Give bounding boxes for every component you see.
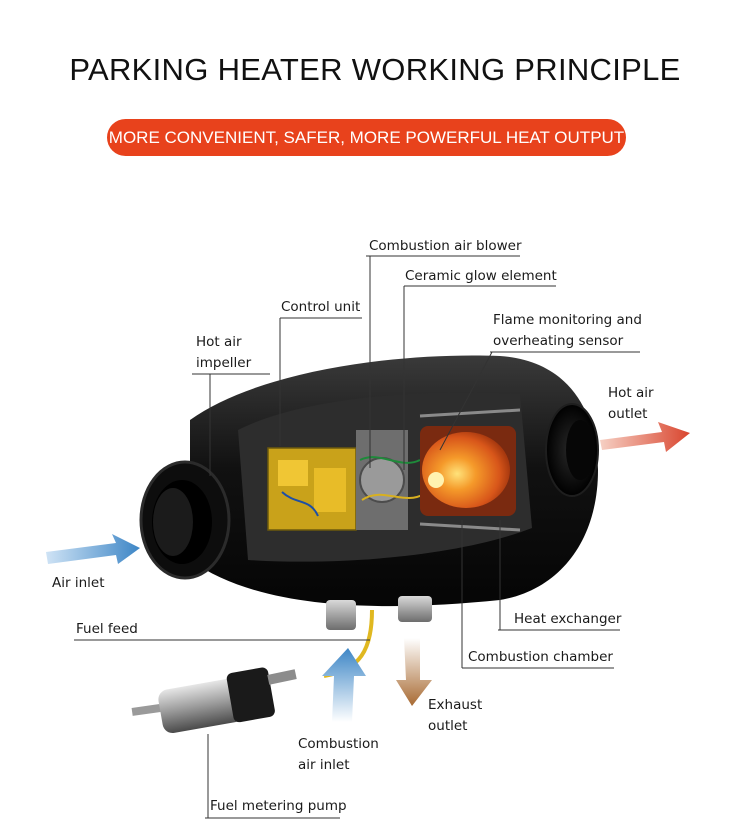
label-text: Combustion air blower — [369, 238, 522, 254]
label-line-2: impeller — [196, 355, 252, 371]
label-text: Air inlet — [52, 575, 105, 591]
label-flame-monitoring-sensor: Flame monitoring and overheating sensor — [493, 310, 642, 352]
air-inlet-arrow — [46, 534, 140, 564]
label-text: Fuel feed — [76, 621, 138, 637]
label-line-1: Hot air — [608, 385, 654, 401]
label-combustion-air-inlet: Combustion air inlet — [298, 734, 379, 776]
label-heat-exchanger: Heat exchanger — [514, 609, 621, 630]
label-line-2: overheating sensor — [493, 333, 624, 349]
label-text: Ceramic glow element — [405, 268, 557, 284]
label-line-1: Flame monitoring and — [493, 312, 642, 328]
label-hot-air-impeller: Hot air impeller — [196, 332, 251, 374]
heater-body — [139, 355, 599, 630]
tagline-text: MORE CONVENIENT, SAFER, MORE POWERFUL HE… — [108, 127, 625, 147]
label-combustion-chamber: Combustion chamber — [468, 647, 613, 668]
label-text: Heat exchanger — [514, 611, 622, 627]
label-line-1: Combustion — [298, 736, 379, 752]
label-air-inlet: Air inlet — [52, 573, 104, 594]
label-hot-air-outlet: Hot air outlet — [608, 383, 654, 425]
label-control-unit: Control unit — [281, 297, 360, 318]
label-exhaust-outlet: Exhaust outlet — [428, 695, 482, 737]
label-line-2: air inlet — [298, 757, 350, 773]
label-ceramic-glow-element: Ceramic glow element — [405, 266, 557, 287]
label-fuel-feed: Fuel feed — [76, 619, 138, 640]
label-line-2: outlet — [608, 406, 648, 422]
combustion-air-inlet-arrow — [322, 648, 366, 722]
fuel-metering-pump — [131, 667, 297, 734]
label-text: Combustion chamber — [468, 649, 613, 665]
label-text: Control unit — [281, 299, 361, 315]
leader-lines — [74, 255, 640, 819]
label-fuel-metering-pump: Fuel metering pump — [210, 796, 347, 817]
page-title: PARKING HEATER WORKING PRINCIPLE — [69, 52, 681, 87]
hot-air-outlet-arrow — [600, 422, 690, 452]
label-line-2: outlet — [428, 718, 468, 734]
exhaust-outlet-arrow — [396, 638, 432, 706]
label-line-1: Exhaust — [428, 697, 483, 713]
tagline-badge: MORE CONVENIENT, SAFER, MORE POWERFUL HE… — [107, 119, 626, 156]
label-combustion-air-blower: Combustion air blower — [369, 236, 522, 257]
label-text: Fuel metering pump — [210, 798, 347, 814]
label-line-1: Hot air — [196, 334, 242, 350]
